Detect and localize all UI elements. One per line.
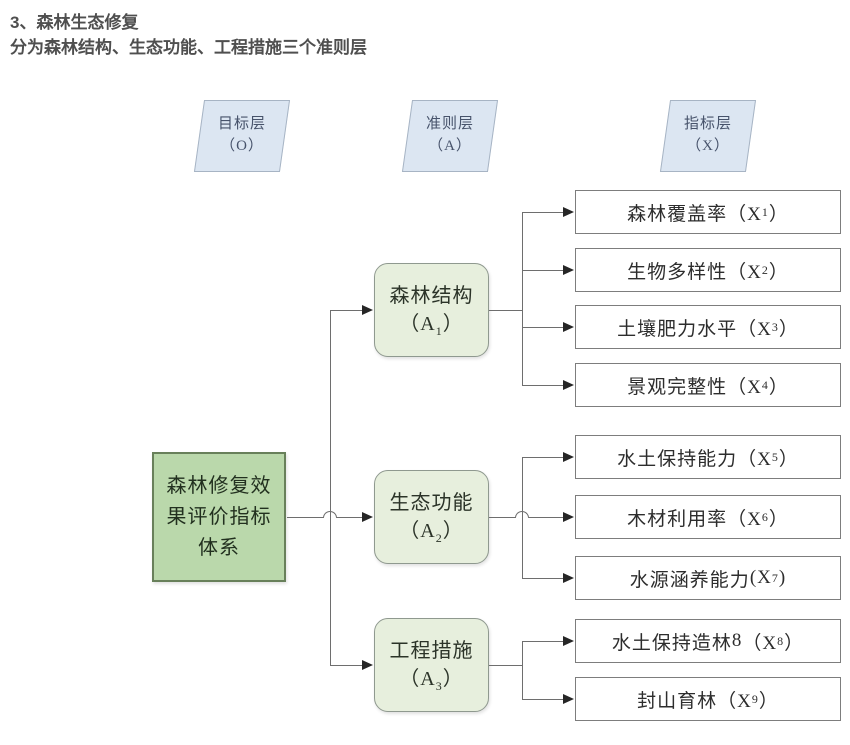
connector-a1-x4-branch: [522, 385, 563, 386]
connector-goal-a3-branch: [330, 665, 363, 666]
connector-a1-x3-branch: [522, 327, 563, 328]
connector-goal-a2-segment: [287, 517, 323, 518]
criteria-code: （A2）: [399, 520, 464, 545]
layer-label: 目标层: [217, 116, 266, 133]
arrowhead-to-a2: [362, 512, 373, 522]
page-subtitle: 分为森林结构、生态功能、工程措施三个准则层: [10, 38, 367, 57]
criteria-title: 生态功能: [389, 492, 474, 514]
connector-a3-x9-branch: [522, 699, 563, 700]
criteria-title: 森林结构: [389, 285, 474, 307]
arrowhead-to-a3: [362, 660, 373, 670]
connector-a1-x1-branch: [522, 212, 563, 213]
connector-goal-trunk: [330, 310, 331, 666]
arrowhead-to-x8: [563, 636, 574, 646]
arrowhead-to-x6: [563, 512, 574, 522]
arrowhead-to-x9: [563, 694, 574, 704]
connector-a2-stub-segment: [489, 517, 515, 518]
connector-goal-a2-segment: [337, 517, 363, 518]
criteria-node-engineering-measures: 工程措施 （A3）: [374, 618, 489, 712]
layer-label: 指标层: [683, 116, 732, 133]
arrowhead-to-x2: [563, 265, 574, 275]
arrowhead-to-a1: [362, 305, 373, 315]
connector-a2-x6-segment: [529, 517, 563, 518]
arrowhead-to-x7: [563, 573, 574, 583]
connector-a2-x5-branch: [522, 457, 563, 458]
connector-goal-a1-branch: [330, 310, 363, 311]
layer-header-criteria: 准则层 （A）: [401, 100, 499, 172]
criteria-code: （A3）: [399, 668, 464, 693]
connector-a1-x2-branch: [522, 270, 563, 271]
criteria-node-ecological-function: 生态功能 （A2）: [374, 470, 489, 564]
layer-header-goal-text: 目标层 （O）: [200, 101, 284, 171]
arrowhead-to-x5: [563, 452, 574, 462]
goal-node: 森林修复效 果评价指标 体系: [152, 452, 286, 582]
layer-code: （X）: [686, 138, 730, 154]
layer-label: 准则层: [425, 116, 474, 133]
layer-header-indicator: 指标层 （X）: [659, 100, 757, 172]
connector-a3-stub: [489, 665, 522, 666]
arrowhead-to-x3: [563, 322, 574, 332]
arrowhead-to-x4: [563, 380, 574, 390]
connector-a2-x7-branch: [522, 578, 563, 579]
layer-code: （O）: [220, 138, 264, 154]
layer-header-indicator-text: 指标层 （X）: [666, 101, 750, 171]
connector-a3-trunk: [522, 641, 523, 700]
criteria-title: 工程措施: [389, 640, 474, 662]
layer-code: （A）: [428, 138, 472, 154]
criteria-code: （A1）: [399, 313, 464, 338]
connector-a3-x8-branch: [522, 641, 563, 642]
connector-a2-trunk: [522, 457, 523, 579]
arrowhead-to-x1: [563, 207, 574, 217]
layer-header-criteria-text: 准则层 （A）: [408, 101, 492, 171]
connector-a1-stub: [489, 310, 522, 311]
connector-a1-trunk: [522, 212, 523, 386]
criteria-node-forest-structure: 森林结构 （A1）: [374, 263, 489, 357]
page-title: 3、森林生态修复: [10, 13, 139, 32]
layer-header-goal: 目标层 （O）: [193, 100, 291, 172]
